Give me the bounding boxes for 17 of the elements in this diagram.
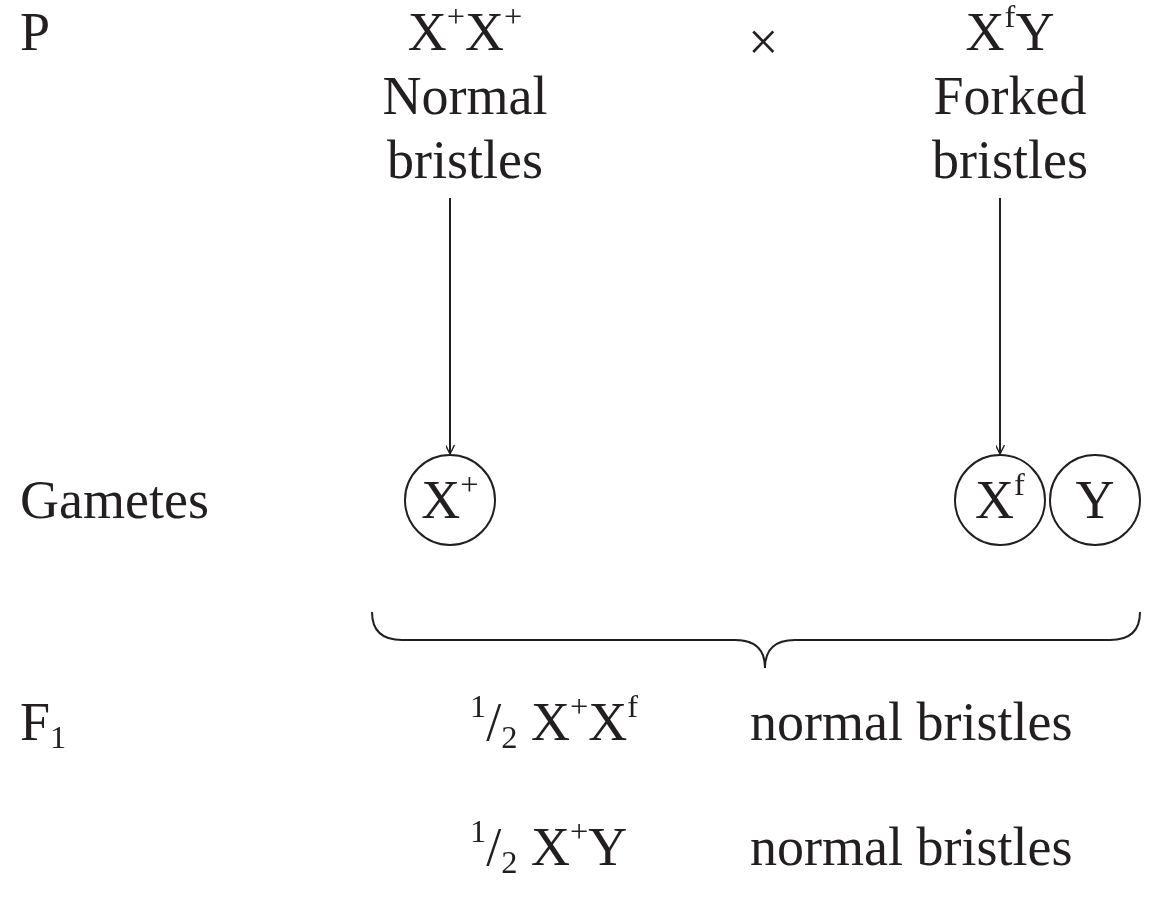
generation-label: P	[20, 1, 51, 64]
offspring-phenotype: normal bristles	[750, 691, 1073, 754]
gamete-circle: X$^{+}$	[404, 454, 496, 546]
gamete-circle: Y	[1049, 454, 1141, 546]
offspring-phenotype: normal bristles	[750, 816, 1073, 879]
offspring-genotype: $^{1}$/$_{2}$ X$^{+}$Y	[470, 815, 628, 879]
gamete-circle: X$^{f}$	[954, 454, 1046, 546]
cross-sign: ×	[748, 11, 779, 74]
arrow	[994, 197, 1006, 455]
offspring-genotype: $^{1}$/$_{2}$ X$^{+}$X$^{f}$	[470, 690, 638, 754]
generation-label: F$_{1}$	[20, 691, 67, 754]
genotype-text: X$^{f}$Y	[964, 0, 1056, 64]
phenotype-text: Normal bristles	[381, 65, 549, 192]
generation-label: Gametes	[20, 469, 209, 532]
genotype-text: X$^{+}$X$^{+}$	[406, 0, 524, 64]
phenotype-text: Forked bristles	[931, 65, 1089, 192]
arrow	[444, 197, 456, 455]
